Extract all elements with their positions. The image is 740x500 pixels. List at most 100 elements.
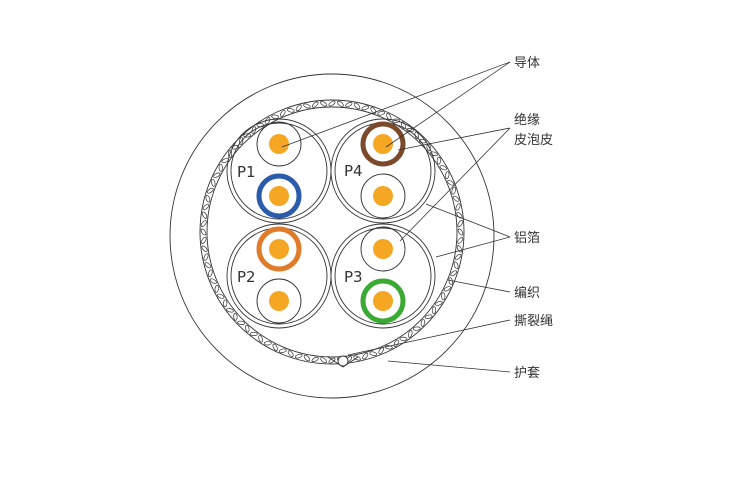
label-insulation-line1: 绝缘 xyxy=(514,112,540,128)
braid-bead xyxy=(245,324,250,333)
braid-bead xyxy=(200,228,207,236)
pair-p3-foil-inner xyxy=(334,227,432,325)
label-conductor: 导体 xyxy=(514,56,540,71)
leader-conductor-b xyxy=(385,61,511,148)
braid-bead xyxy=(287,350,294,358)
braid-bead xyxy=(337,100,344,107)
braid-bead xyxy=(457,220,463,228)
braid-layer xyxy=(199,99,465,365)
braid-inner-ring xyxy=(206,106,458,358)
braid-bead xyxy=(424,314,433,319)
leader-insulation-a xyxy=(397,127,511,151)
braid-bead xyxy=(209,278,217,284)
braid-bead xyxy=(450,270,458,277)
braid-bead xyxy=(328,100,336,107)
leader-foil-b xyxy=(435,236,511,258)
braid-bead xyxy=(278,348,287,353)
pair-p1-wire-a-insulation xyxy=(256,121,302,167)
leader-ripcord xyxy=(347,319,511,356)
braid-bead xyxy=(320,357,327,364)
braid-bead xyxy=(237,320,246,325)
braid-bead xyxy=(213,172,221,178)
pair-p2-wire-a-conductor xyxy=(269,239,289,259)
braid-bead xyxy=(204,262,212,269)
braid-bead xyxy=(455,203,461,211)
pair-p4-wire-a-conductor xyxy=(373,134,393,154)
braid-bead xyxy=(202,211,208,219)
pair-p4: P4 xyxy=(330,118,436,224)
braid-bead xyxy=(407,330,413,338)
braid-bead xyxy=(226,307,234,313)
pair-p2-wire-b-insulation xyxy=(256,278,302,324)
braid-bead xyxy=(453,261,459,270)
jacket-outer-ring xyxy=(169,73,495,399)
braid-bead xyxy=(265,117,271,125)
braid-bead xyxy=(436,156,441,165)
pair-p1-foil-inner xyxy=(230,122,328,220)
braid-bead xyxy=(203,253,209,261)
label-insulation-line2: 皮泡皮 xyxy=(514,133,553,148)
pair-p3-label: P3 xyxy=(344,268,363,286)
pair-p3-wire-a-conductor xyxy=(373,239,393,259)
braid-bead xyxy=(311,356,319,362)
braid-bead xyxy=(370,106,377,114)
braid-bead xyxy=(218,163,223,172)
braid-bead xyxy=(201,236,207,244)
braid-bead xyxy=(263,341,272,346)
braid-bead xyxy=(201,245,208,253)
braid-bead xyxy=(280,109,286,117)
braid-bead xyxy=(447,180,455,186)
label-foil: 铝箔 xyxy=(514,230,540,246)
braid-bead xyxy=(202,203,210,211)
pair-p2: P2 xyxy=(226,223,332,329)
braid-bead xyxy=(377,111,386,116)
braid-bead xyxy=(295,104,302,112)
braid-bead xyxy=(399,336,408,341)
leader-conductor-a xyxy=(281,61,511,148)
pair-p3-foil-outer xyxy=(330,223,436,329)
braid-bead xyxy=(457,228,464,236)
braid-bead xyxy=(452,195,460,202)
braid-outer-ring xyxy=(199,99,465,365)
leader-braid xyxy=(447,279,511,293)
braid-bead xyxy=(211,178,216,187)
pair-p2-label: P2 xyxy=(237,268,256,286)
braid-bead xyxy=(420,318,425,327)
braid-bead xyxy=(272,343,278,351)
pair-p1: P1 xyxy=(226,118,332,224)
braid-bead xyxy=(443,286,451,292)
braid-bead xyxy=(200,220,207,227)
braid-bead xyxy=(345,102,353,108)
braid-weave xyxy=(200,100,464,364)
braid-bead xyxy=(412,326,421,331)
braid-bead xyxy=(286,108,295,113)
leader-lines xyxy=(281,61,511,373)
pair-p3-wire-b-conductor xyxy=(373,291,393,311)
pair-p1-wire-a-conductor xyxy=(269,134,289,154)
braid-bead xyxy=(217,293,225,299)
braid-bead xyxy=(353,102,361,110)
braid-bead xyxy=(271,114,280,119)
braid-bead xyxy=(361,105,370,111)
pair-p4-foil-outer xyxy=(330,118,436,224)
pair-p4-wire-b-conductor xyxy=(373,186,393,206)
braid-bead xyxy=(258,335,264,343)
pair-p3-wire-a-insulation xyxy=(360,226,406,272)
ripcord-strand xyxy=(337,355,349,367)
pair-p1-label: P1 xyxy=(237,163,256,181)
braid-bead xyxy=(457,237,464,244)
braid-bead xyxy=(294,353,303,359)
braid-bead xyxy=(214,284,219,293)
pair-p3: P3 xyxy=(330,223,436,329)
leader-insulation-b xyxy=(399,127,511,242)
braid-bead xyxy=(451,186,456,195)
pair-p4-wire-b-insulation xyxy=(360,173,406,219)
ripcord-tail xyxy=(327,356,359,368)
braid-bead xyxy=(206,187,214,194)
braid-bead xyxy=(454,253,462,261)
braid-bead xyxy=(303,354,311,362)
braid-bead xyxy=(233,312,238,321)
pair-p4-label: P4 xyxy=(344,162,363,180)
braid-bead xyxy=(439,165,447,171)
